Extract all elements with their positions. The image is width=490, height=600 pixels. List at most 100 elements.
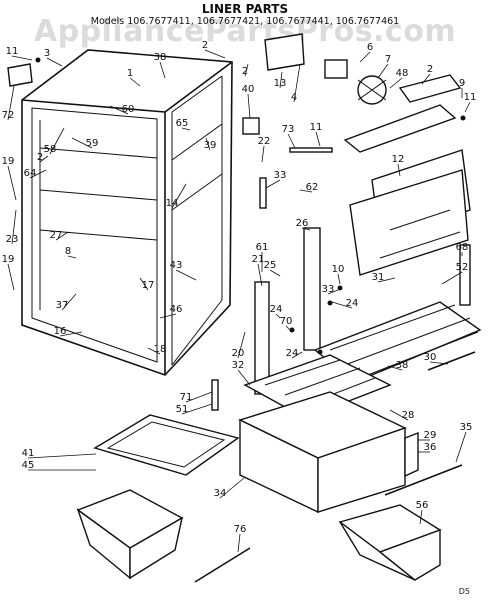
callout-29: 29 <box>424 430 437 441</box>
callout-leader-3 <box>46 57 63 67</box>
callout-leader-24 <box>275 313 281 319</box>
callout-12: 12 <box>392 154 405 165</box>
callout-leader-65 <box>181 127 191 131</box>
callout-leader-18 <box>147 347 161 355</box>
callout-leader-24 <box>291 351 303 359</box>
callout-leader-30 <box>429 361 449 365</box>
callout-leaders <box>7 49 471 553</box>
callout-leader-13 <box>279 71 283 89</box>
callout-leader-60 <box>109 105 129 115</box>
callout-34: 34 <box>214 488 227 499</box>
diagram-title: LINER PARTS <box>201 2 289 16</box>
callout-leader-76 <box>237 533 241 553</box>
callout-leader-62 <box>299 189 313 193</box>
callout-14: 14 <box>166 198 179 209</box>
callout-leader-12 <box>397 163 401 177</box>
liner-cabinet <box>21 49 233 376</box>
callout-leader-38 <box>159 61 166 79</box>
callout-16: 16 <box>54 326 67 337</box>
callout-3: 3 <box>44 48 50 59</box>
callout-38: 38 <box>154 52 167 63</box>
callout-71: 71 <box>180 392 193 403</box>
page-number: D5 <box>458 587 470 596</box>
callout-45: 45 <box>22 460 35 471</box>
callout-70: 70 <box>280 316 293 327</box>
callout-59: 59 <box>86 138 99 149</box>
air-duct <box>343 74 462 153</box>
callout-17: 17 <box>142 280 155 291</box>
callout-2: 2 <box>37 152 43 163</box>
callout-leader-43 <box>175 269 197 281</box>
callout-2: 2 <box>427 64 433 75</box>
top-bracket <box>7 63 33 87</box>
callout-leader-11 <box>464 101 471 113</box>
callout-65: 65 <box>176 118 189 129</box>
callout-11: 11 <box>310 122 323 133</box>
callout-leader-38 <box>387 365 403 371</box>
callout-33: 33 <box>274 170 287 181</box>
callout-51: 51 <box>176 404 189 415</box>
callout-leader-25 <box>269 269 281 277</box>
callout-52: 52 <box>456 262 469 273</box>
callout-24: 24 <box>346 298 359 309</box>
callout-18: 18 <box>154 344 167 355</box>
callout-38: 38 <box>396 360 409 371</box>
callout-leader-72 <box>7 85 15 121</box>
callout-leader-21 <box>257 263 263 287</box>
callout-4: 4 <box>291 92 297 103</box>
callout-10: 10 <box>332 264 345 275</box>
callout-76: 76 <box>234 524 247 535</box>
callout-leader-33 <box>327 289 339 295</box>
callout-28: 28 <box>402 410 415 421</box>
callout-leader-70 <box>285 325 291 331</box>
model-numbers: Models 106.7677411, 106.7677421, 106.767… <box>90 16 400 27</box>
callout-leader-28 <box>389 409 409 421</box>
callout-33: 33 <box>322 284 335 295</box>
callout-11: 11 <box>464 92 477 103</box>
callout-leader-52 <box>441 271 463 285</box>
callout-35: 35 <box>460 422 473 433</box>
callout-leader-41 <box>27 453 97 459</box>
callout-6: 6 <box>367 42 373 53</box>
callout-1: 1 <box>127 68 133 79</box>
callout-leader-2 <box>39 155 49 163</box>
callout-leader-64 <box>29 169 47 179</box>
callout-62: 62 <box>306 182 319 193</box>
callout-39: 39 <box>204 140 217 151</box>
callout-41: 41 <box>22 448 35 459</box>
callout-leader-71 <box>185 391 213 403</box>
callout-leader-59 <box>71 137 93 149</box>
callout-61: 61 <box>256 242 269 253</box>
callout-48: 48 <box>396 68 409 79</box>
callout-23: 23 <box>6 234 19 245</box>
callout-8: 8 <box>65 246 71 257</box>
callout-24: 24 <box>270 304 283 315</box>
callout-20: 20 <box>232 348 245 359</box>
callout-56: 56 <box>416 500 429 511</box>
callout-leader-35 <box>455 431 467 463</box>
callout-leader-2 <box>421 73 431 85</box>
callout-7: 7 <box>385 54 391 65</box>
callout-22: 22 <box>258 136 271 147</box>
callout-26: 26 <box>296 218 309 229</box>
utility-pan <box>76 489 184 580</box>
callout-leader-22 <box>261 145 265 163</box>
callout-leader-19 <box>7 263 15 291</box>
callout-58: 58 <box>44 144 57 155</box>
callout-leader-20 <box>237 331 246 359</box>
callout-73: 73 <box>282 124 295 135</box>
fan-assembly <box>324 59 387 105</box>
callout-60: 60 <box>122 104 135 115</box>
control-housing <box>264 33 305 71</box>
callout-leader-14 <box>171 183 187 209</box>
drawer-cover <box>404 431 419 478</box>
callout-leader-27 <box>55 231 69 241</box>
callout-leader-34 <box>219 477 245 499</box>
callout-leader-19 <box>7 165 17 201</box>
callout-leader-26 <box>301 227 311 231</box>
callout-2: 2 <box>242 66 248 77</box>
callout-leader-11 <box>315 131 321 147</box>
callout-9: 9 <box>459 78 465 89</box>
